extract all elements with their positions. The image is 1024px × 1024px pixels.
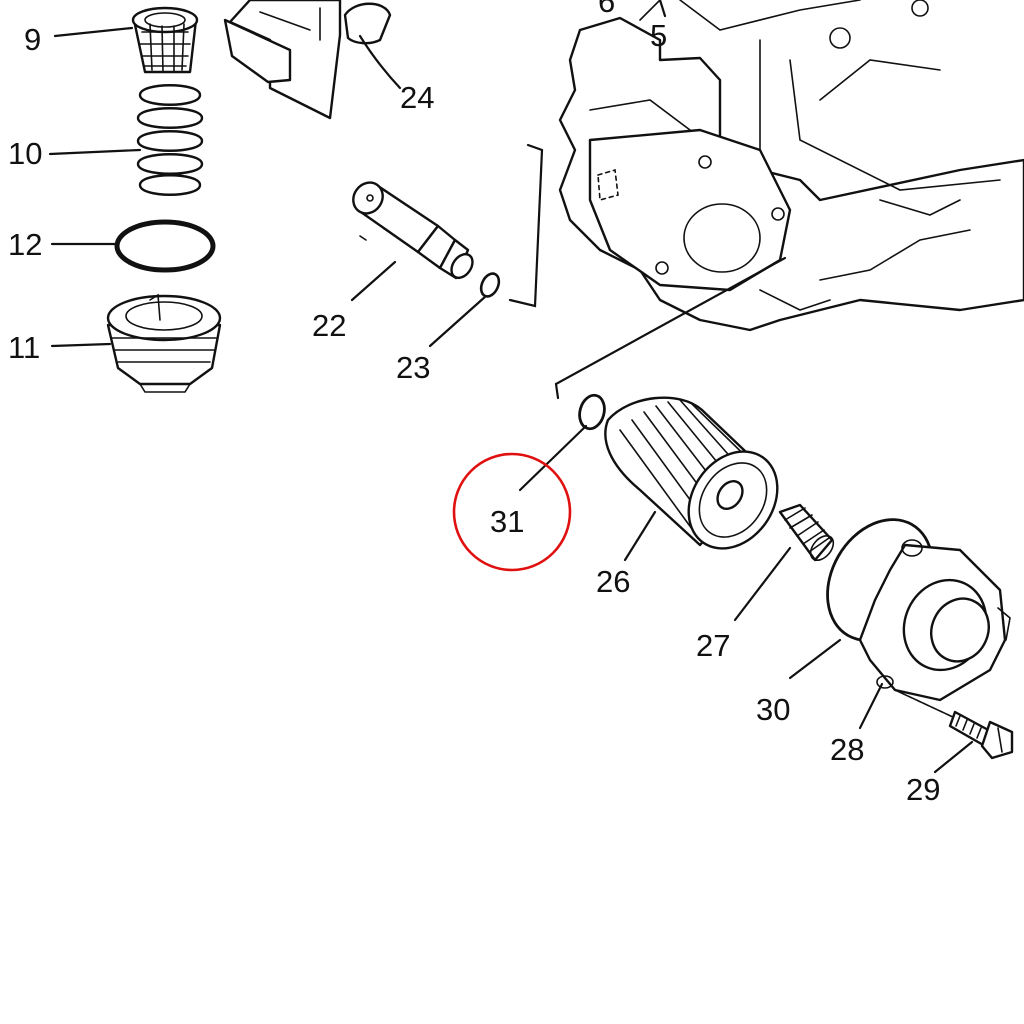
part-26-oil-filter — [604, 396, 779, 550]
assembly-line-upper — [508, 143, 544, 308]
part-12-o-ring — [114, 219, 216, 273]
crankcase-drawing — [558, 0, 1024, 332]
part-28-filter-cover — [858, 539, 1011, 702]
callout-5: 5 — [650, 18, 667, 53]
part-31-o-ring — [578, 393, 606, 431]
callout-22: 22 — [312, 308, 346, 343]
part-11-drain-plug — [106, 293, 222, 393]
callout-12: 12 — [8, 227, 42, 262]
callout-26: 26 — [596, 564, 630, 599]
callout-11: 11 — [8, 330, 40, 365]
part-10-spring — [136, 84, 204, 196]
part-9-strainer — [131, 6, 199, 74]
callout-23: 23 — [396, 350, 430, 385]
callout-31: 31 — [490, 504, 524, 539]
assembly-line-lower — [554, 256, 787, 400]
callout-28: 28 — [830, 732, 864, 767]
callout-30: 30 — [756, 692, 790, 727]
part-22-valve — [352, 181, 474, 280]
part-23-o-ring — [479, 272, 501, 298]
callout-24: 24 — [400, 80, 434, 115]
callout-6: 6 — [598, 0, 615, 19]
part-29-bolt — [894, 689, 1014, 760]
part-27-spring — [778, 503, 835, 562]
callout-27: 27 — [696, 628, 730, 663]
callout-9: 9 — [24, 22, 41, 57]
highlight-circle-31 — [452, 452, 572, 572]
callout-29: 29 — [906, 772, 940, 807]
part-24-bracket — [223, 0, 392, 120]
callout-10: 10 — [8, 136, 42, 171]
leader-lines — [48, 0, 974, 774]
